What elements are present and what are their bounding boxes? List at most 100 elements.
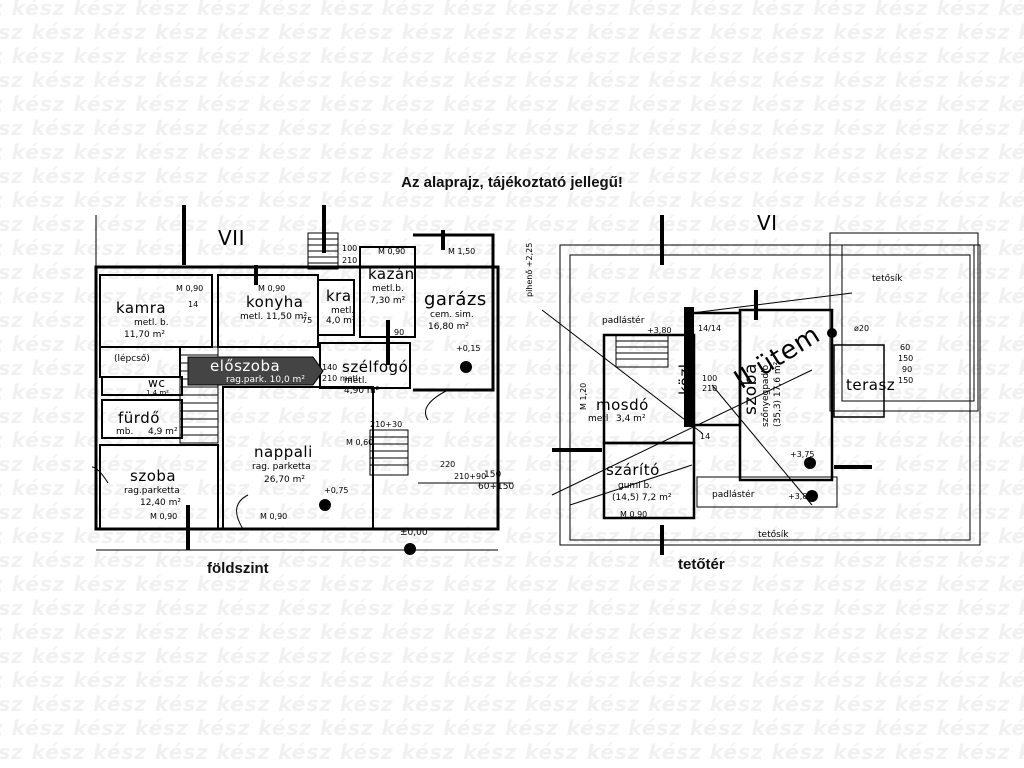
- level-075: +0,75: [324, 486, 349, 495]
- watermark-row: kész kész kész kész kész kész kész kész …: [0, 92, 1024, 116]
- dim-m120-attic: M 1,20: [579, 383, 588, 410]
- room-kra-area: 4,0 m²: [326, 316, 356, 326]
- room-konyha-finish: metl. 11,50 m²: [240, 312, 307, 322]
- watermark-row: kész kész kész kész kész kész kész kész …: [0, 596, 1024, 620]
- caption-ground-floor: földszint: [207, 560, 269, 577]
- room-szoba-area: 12,40 m²: [140, 498, 181, 508]
- room-mosdo-name: mosdó: [596, 396, 649, 414]
- dim-210: 210: [342, 256, 357, 265]
- piheno-level: pihenő +2,25: [525, 243, 534, 297]
- room-szarito-area: (14,5) 7,2 m²: [612, 493, 672, 503]
- room-garazs-finish: cem. sim.: [430, 310, 474, 320]
- room-attic-szoba-name: szoba: [741, 363, 761, 415]
- watermark-row: kész kész kész kész kész kész kész kész …: [0, 716, 1024, 740]
- dim-szoba-m: M 0,90: [150, 512, 177, 521]
- dim-14-attic: 14: [700, 432, 710, 441]
- room-szoba-finish: rag.parketta: [124, 486, 180, 496]
- room-kra-name: kra: [326, 287, 352, 305]
- dim-60: 60: [900, 343, 910, 352]
- room-nappali-name: nappali: [254, 443, 313, 461]
- room-eloszoba-name: előszoba: [210, 357, 280, 375]
- watermark-row: kész kész kész kész kész kész kész kész …: [0, 740, 1024, 764]
- roof-plane-top: tetősík: [872, 274, 903, 284]
- watermark-row: kész kész kész kész kész kész kész kész …: [0, 20, 1024, 44]
- watermark-row: kész kész kész kész kész kész kész kész …: [0, 116, 1024, 140]
- room-kazan-finish: metl.b.: [372, 284, 404, 294]
- watermark-row: kész kész kész kész kész kész kész kész …: [0, 140, 1024, 164]
- room-kazan-name: kazán: [368, 265, 415, 283]
- level-015: +0,15: [456, 344, 481, 353]
- dim-1414: 14/14: [698, 324, 721, 333]
- room-szoba-name: szoba: [130, 467, 176, 485]
- dim-60x150: 60+150: [478, 482, 514, 492]
- dim-konyha-m: M 0,90: [258, 284, 285, 293]
- dim-140: 140: [322, 363, 337, 372]
- dim-220: 220: [440, 460, 455, 469]
- room-attic-szoba-area: (35,3) 17,6 m²: [773, 361, 783, 427]
- watermark-row: kész kész kész kész kész kész kész kész …: [0, 44, 1024, 68]
- room-garazs-name: garázs: [424, 289, 487, 310]
- roman-numeral-attic: VI: [757, 211, 778, 235]
- dim-100-attic: 100: [702, 374, 717, 383]
- level-380-top: +3,80: [647, 326, 672, 335]
- level-000: ±0,00: [400, 528, 428, 538]
- room-szelfogo-name: szélfogó: [342, 358, 408, 376]
- room-furdo-area: 4,9 m²: [148, 427, 178, 437]
- dim-garazs-m: M 1,50: [448, 247, 475, 256]
- dim-kamra-m: M 0,90: [176, 284, 203, 293]
- roman-numeral: VII: [218, 226, 245, 250]
- watermark-row: kész kész kész kész kész kész kész kész …: [0, 692, 1024, 716]
- dim-150-b: 150: [898, 376, 913, 385]
- roof-plane-bottom: tetősík: [758, 530, 789, 540]
- caption-attic: tetőtér: [678, 556, 725, 573]
- room-kamra-finish: metl. b.: [134, 318, 169, 328]
- room-nappali-finish: rag. parketta: [252, 462, 311, 472]
- attic-floor-plan: VI II ütem pihenő +2,25 padlástér +3,80 …: [525, 211, 981, 555]
- dim-90-attic: 90: [902, 365, 912, 374]
- dim-210x90: 210+90: [454, 472, 486, 481]
- dim-100: 100: [342, 244, 357, 253]
- dim-210-attic: 210: [702, 384, 717, 393]
- room-attic-szoba-finish: szőnyegpadló: [760, 364, 771, 427]
- watermark-row: kész kész kész kész kész kész kész kész …: [0, 572, 1024, 596]
- dim-210-metl: 210 metl.: [322, 374, 360, 383]
- room-furdo-name: fürdő: [118, 409, 160, 427]
- room-szarito-finish: gumi b.: [618, 481, 652, 491]
- dim-m090-attic: M 0,90: [620, 510, 647, 519]
- dim-90: 90: [394, 328, 404, 337]
- watermark-row: kész kész kész kész kész kész kész kész …: [0, 668, 1024, 692]
- room-nappali-area: 26,70 m²: [264, 475, 305, 485]
- watermark-row: kész kész kész kész kész kész kész kész …: [0, 68, 1024, 92]
- room-kozl-name: közl.: [676, 358, 694, 395]
- room-mosdo-area: 3,4 m²: [616, 414, 646, 424]
- dim-nappali-m: M 0,90: [260, 512, 287, 521]
- dim-150-a: 150: [898, 354, 913, 363]
- dim-m060: M 0,60: [346, 438, 373, 447]
- level-380-bottom: +3,80: [788, 492, 813, 501]
- dim-d20: ø20: [854, 324, 869, 333]
- room-kazan-area: 7,30 m²: [370, 296, 406, 306]
- watermark-row: kész kész kész kész kész kész kész kész …: [0, 0, 1024, 20]
- level-375: +3,75: [790, 450, 815, 459]
- room-kra-finish: metl.: [331, 306, 354, 316]
- room-terasz-name: terasz: [846, 376, 895, 394]
- dim-75: 75: [302, 316, 312, 325]
- dim-150: 150: [484, 470, 501, 480]
- ground-floor-plan: VII kamra metl. b. 11,70 m² konyha metl.…: [91, 205, 514, 555]
- dim-210x30: 210+30: [370, 420, 402, 429]
- room-szelfogo-area: 4,90 m²: [344, 386, 380, 396]
- room-lepcso-name: (lépcső): [114, 353, 150, 364]
- dim-kazan-m: M 0,90: [378, 247, 405, 256]
- room-wc-area: 1,4 m²: [146, 389, 169, 397]
- room-kamra-name: kamra: [116, 299, 166, 317]
- watermark-row: kész kész kész kész kész kész kész kész …: [0, 644, 1024, 668]
- room-mosdo-finish: metl: [588, 414, 608, 424]
- room-szelfogo-finish: metl.: [344, 376, 367, 386]
- watermark-row: kész kész kész kész kész kész kész kész …: [0, 620, 1024, 644]
- room-furdo-finish: mb.: [116, 427, 133, 437]
- page-title: Az alaprajz, tájékoztató jellegű!: [401, 174, 623, 191]
- room-padlaster-bottom: padlástér: [712, 489, 755, 500]
- room-eloszoba-finish: rag.park. 10,0 m²: [226, 375, 305, 385]
- dim-14: 14: [188, 300, 198, 309]
- room-szarito-name: szárító: [606, 461, 660, 479]
